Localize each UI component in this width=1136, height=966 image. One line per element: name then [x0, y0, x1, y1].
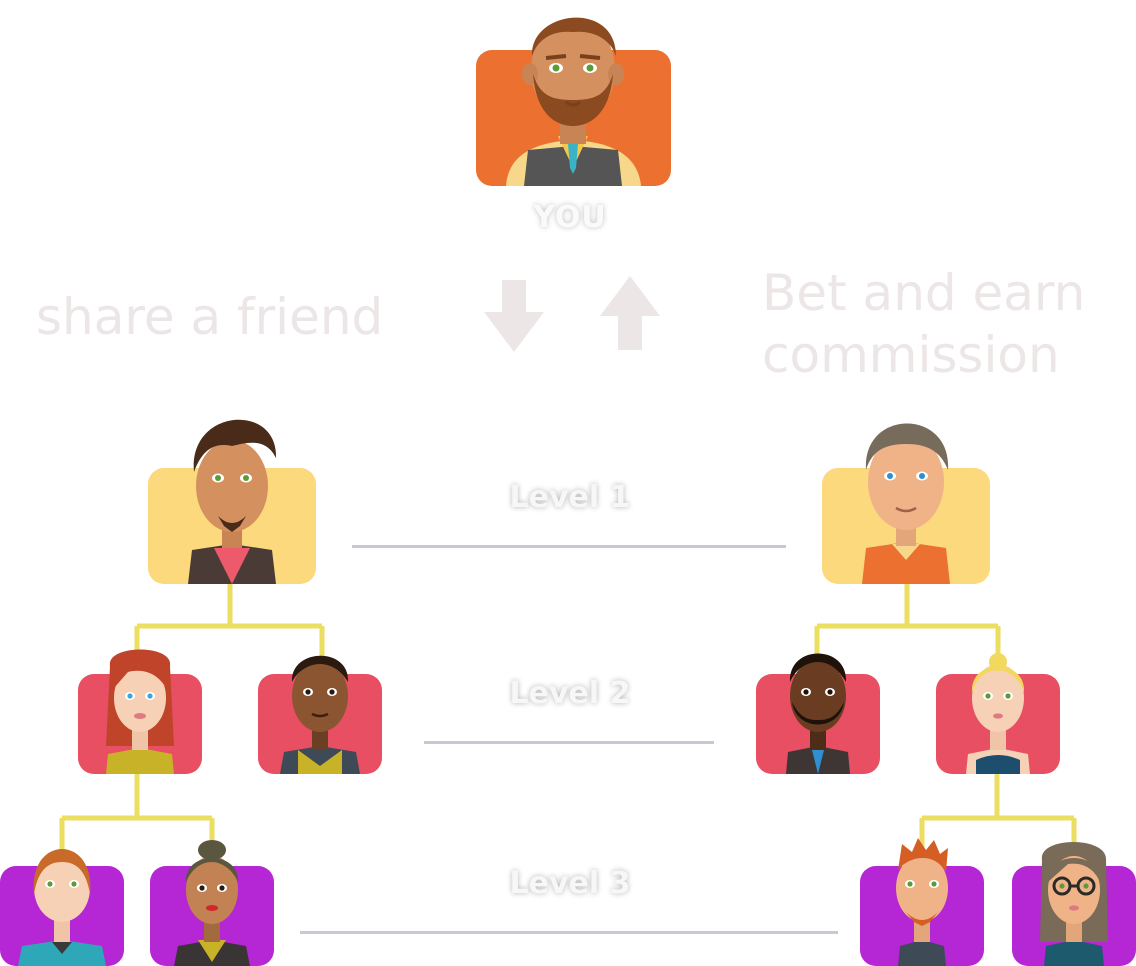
avatar-level3-c — [860, 838, 984, 966]
avatar-level3-d — [1012, 842, 1136, 966]
arrow-down-icon — [484, 280, 544, 352]
you-label: YOU — [533, 200, 607, 235]
earn-text-line2: commission — [762, 326, 1060, 384]
level-2-label: Level 2 — [509, 676, 631, 711]
avatar-level3-b — [150, 840, 274, 966]
share-friend-text: share a friend — [36, 288, 384, 346]
avatar-level2-a — [78, 649, 202, 774]
avatar-level1-left — [148, 419, 316, 584]
level-3-label: Level 3 — [509, 866, 631, 901]
avatar-level2-d — [936, 653, 1060, 774]
avatar-level2-c — [756, 653, 880, 774]
earn-text-line1: Bet and earn — [762, 264, 1086, 322]
level-1-label: Level 1 — [509, 480, 631, 515]
level-2-line — [424, 741, 714, 744]
avatar-level3-a — [0, 849, 124, 966]
avatar-level2-b — [258, 655, 382, 774]
avatar-level1-right — [822, 423, 990, 584]
arrow-up-icon — [600, 276, 660, 350]
level-1-line — [352, 545, 786, 548]
level-3-line — [300, 931, 838, 934]
avatar-you — [476, 17, 671, 186]
